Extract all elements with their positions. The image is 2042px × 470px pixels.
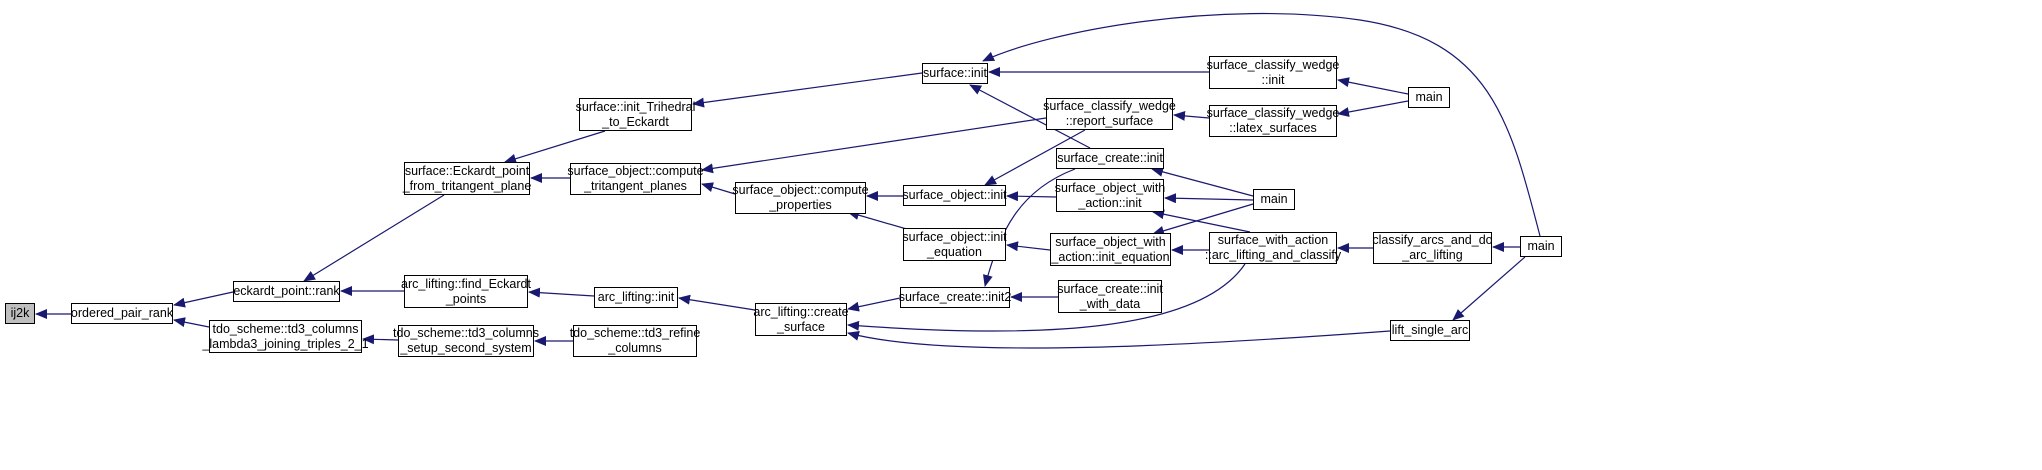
node-lift-single-arc[interactable]: lift_single_arc [1390, 320, 1470, 341]
edge-surface-create-init-to-surface-init [969, 84, 1091, 149]
edge-surface-create-init2-to-arc-lifting-create-surface [847, 297, 901, 312]
node-surface-create-init-with-data[interactable]: surface_create::init _with_data [1057, 280, 1163, 313]
edge-main-1-to-scw-latex-surfaces [1337, 100, 1409, 117]
node-ordered-pair-rank[interactable]: ordered_pair_rank [71, 303, 173, 324]
edge-surface-init-to-surface-init-trihedral [692, 72, 923, 108]
node-main-2[interactable]: main [1253, 189, 1295, 210]
edge-main-3-to-surface-init [982, 13, 1541, 237]
edge-tdo-td3-second-system-to-tdo-td3-lambda3 [362, 334, 399, 345]
edge-arc-lifting-create-surface-to-arc-lifting-init [678, 294, 756, 311]
node-surface-eckardt-from-tritangent[interactable]: surface::Eckardt_point _from_tritangent_… [403, 162, 531, 195]
edge-main-1-to-scw-init [1337, 77, 1409, 95]
edge-main-3-to-lift-single-arc [1452, 256, 1526, 321]
edge-tdo-td3-lambda3-to-ordered-pair-rank [173, 317, 210, 328]
edge-surface-create-init-to-surface-create-init2 [983, 168, 1076, 287]
edge-main-2-to-sowa-init-equation [1152, 203, 1254, 236]
node-surface-object-init[interactable]: surface_object::init [902, 185, 1007, 206]
node-tdo-td3-lambda3[interactable]: tdo_scheme::td3_columns _lambda3_joining… [202, 320, 369, 353]
node-tdo-td3-refine[interactable]: tdo_scheme::td3_refine _columns [569, 325, 701, 357]
node-tdo-td3-second-system[interactable]: tdo_scheme::td3_columns _setup_second_sy… [393, 325, 539, 357]
edge-scw-report-surface-to-surface-object-init [984, 129, 1086, 186]
node-sowa-init-equation[interactable]: surface_object_with _action::init_equati… [1050, 233, 1171, 266]
node-main-3[interactable]: main [1520, 236, 1562, 257]
node-arc-lifting-find-eckardt[interactable]: arc_lifting::find_Eckardt _points [401, 275, 531, 308]
edge-arc-lifting-init-to-arc-lifting-find-eckardt [528, 287, 595, 298]
node-ij2k[interactable]: ij2k [5, 303, 35, 324]
node-scw-report-surface[interactable]: surface_classify_wedge ::report_surface [1043, 98, 1176, 130]
node-classify-arcs-and-do-arc-lifting[interactable]: classify_arcs_and_do _arc_lifting [1372, 232, 1493, 264]
node-eckardt-point-rank[interactable]: eckardt_point::rank [233, 281, 340, 302]
node-arc-lifting-create-surface[interactable]: arc_lifting::create _surface [753, 303, 849, 336]
edge-lift-single-arc-to-arc-lifting-create-surface [847, 330, 1391, 349]
node-surface-object-compute-properties[interactable]: surface_object::compute _properties [732, 182, 869, 214]
node-surface-object-compute-tritangent[interactable]: surface_object::compute _tritangent_plan… [567, 163, 704, 195]
node-surface-init-trihedral[interactable]: surface::init_Trihedral _to_Eckardt [576, 98, 695, 131]
edge-swa-arc-lifting-and-classify-to-sowa-init [1152, 209, 1251, 233]
edge-surface-eckardt-from-tritangent-to-eckardt-point-rank [303, 194, 445, 282]
edge-sowa-init-to-surface-object-init [1006, 191, 1057, 202]
node-arc-lifting-init[interactable]: arc_lifting::init [594, 287, 678, 308]
node-main-1[interactable]: main [1408, 87, 1450, 108]
edge-sowa-init-equation-to-surface-object-init-equation [1006, 241, 1051, 252]
node-surface-init[interactable]: surface::init [922, 63, 988, 84]
node-sowa-init[interactable]: surface_object_with _action::init [1055, 179, 1165, 212]
node-swa-arc-lifting-and-classify[interactable]: surface_with_action ::arc_lifting_and_cl… [1204, 232, 1342, 264]
node-scw-latex-surfaces[interactable]: surface_classify_wedge ::latex_surfaces [1206, 105, 1340, 137]
edge-main-2-to-surface-create-init [1151, 167, 1254, 197]
node-surface-create-init[interactable]: surface_create::init [1056, 148, 1164, 169]
edge-surface-init-trihedral-to-surface-eckardt-from-tritangent [504, 130, 606, 164]
edge-eckardt-point-rank-to-ordered-pair-rank [173, 291, 234, 308]
edge-swa-arc-lifting-and-classify-to-arc-lifting-create-surface [847, 263, 1246, 332]
node-scw-init[interactable]: surface_classify_wedge ::init [1207, 56, 1339, 89]
edge-main-2-to-sowa-init [1164, 193, 1254, 204]
edge-scw-latex-surfaces-to-scw-report-surface [1173, 110, 1210, 121]
edge-surface-object-compute-properties-to-surface-object-compute-tritangent [701, 182, 736, 195]
edge-surface-object-init-equation-to-surface-object-compute-properties [847, 210, 911, 231]
node-surface-create-init2[interactable]: surface_create::init2 [899, 287, 1011, 308]
node-surface-object-init-equation[interactable]: surface_object::init _equation [902, 228, 1007, 261]
edge-scw-report-surface-to-surface-object-compute-tritangent [701, 117, 1047, 174]
